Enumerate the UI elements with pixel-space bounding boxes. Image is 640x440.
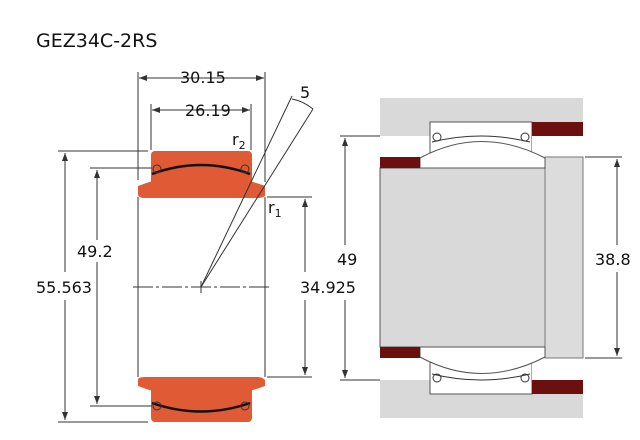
bearing-section-view: 30.15 26.19 5 55.563 49.2 34.925 r2 r1 bbox=[36, 68, 356, 423]
shaft bbox=[379, 167, 546, 348]
dim-outer-ring-width: 26.19 bbox=[185, 101, 231, 120]
dim-outer-diameter: 55.563 bbox=[36, 278, 92, 297]
seal-icon bbox=[152, 164, 162, 174]
seal-icon bbox=[152, 401, 162, 411]
radius-r2: r2 bbox=[232, 130, 246, 152]
dim-overall-width: 30.15 bbox=[180, 68, 226, 87]
inner-ring-bottom bbox=[138, 377, 265, 398]
dim-housing-shoulder: 49 bbox=[337, 250, 357, 269]
seal-icon bbox=[240, 164, 250, 174]
dim-bore: 34.925 bbox=[300, 278, 356, 297]
radius-r1: r1 bbox=[268, 198, 282, 220]
seal-icon bbox=[240, 401, 250, 411]
dim-shaft-shoulder: 38.8 bbox=[595, 250, 631, 269]
mounting-view: 49 38.8 bbox=[337, 98, 631, 418]
inner-ring-top bbox=[138, 174, 265, 198]
dim-sphere-diameter: 49.2 bbox=[77, 242, 113, 261]
dim-tilt-angle: 5 bbox=[300, 83, 310, 102]
part-number-title: GEZ34C-2RS bbox=[36, 30, 158, 52]
